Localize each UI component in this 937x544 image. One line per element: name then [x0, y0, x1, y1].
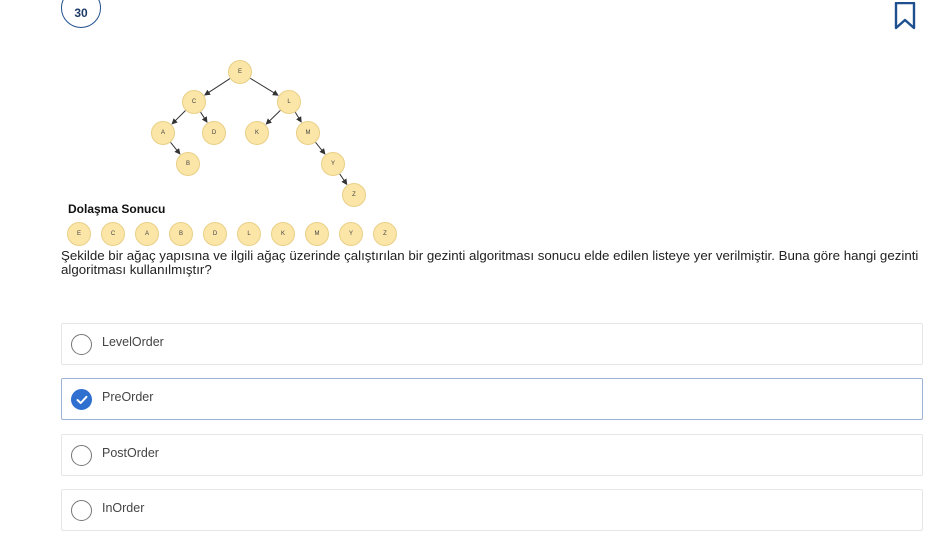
option-levelorder[interactable]: LevelOrder	[61, 323, 923, 365]
tree-edge-e-c	[204, 78, 231, 96]
tree-node-c: C	[182, 90, 206, 114]
option-label: LevelOrder	[102, 335, 164, 349]
question-number: 30	[74, 6, 88, 20]
bookmark-icon[interactable]	[894, 2, 916, 30]
option-label: PostOrder	[102, 446, 159, 460]
traversal-node: K	[271, 222, 295, 246]
radio-button[interactable]	[71, 445, 92, 466]
tree-node-z: Z	[342, 183, 366, 207]
radio-button-checked[interactable]	[71, 389, 92, 410]
tree-edge-e-l	[249, 77, 279, 96]
traversal-node: Z	[373, 222, 397, 246]
tree-edge-l-m	[294, 111, 302, 123]
tree-node-k: K	[245, 121, 269, 145]
traversal-node: D	[203, 222, 227, 246]
tree-node-m: M	[296, 121, 320, 145]
radio-button[interactable]	[71, 334, 92, 355]
option-preorder[interactable]: PreOrder	[61, 378, 923, 420]
traversal-node: L	[237, 222, 261, 246]
traversal-node: B	[169, 222, 193, 246]
traversal-node: C	[101, 222, 125, 246]
tree-node-l: L	[277, 90, 301, 114]
option-label: PreOrder	[102, 390, 154, 404]
option-label: InOrder	[102, 501, 145, 515]
question-text: Şekilde bir ağaç yapısına ve ilgili ağaç…	[61, 248, 919, 277]
traversal-node: M	[305, 222, 329, 246]
tree-edge-l-k	[265, 109, 281, 125]
tree-edge-m-y	[315, 142, 326, 155]
traversal-label: Dolaşma Sonucu	[68, 202, 166, 216]
tree-node-e: E	[228, 60, 252, 84]
tree-node-a: A	[151, 121, 175, 145]
tree-edge-c-a	[171, 110, 186, 125]
tree-node-d: D	[202, 121, 226, 145]
tree-node-b: B	[176, 152, 200, 176]
option-postorder[interactable]: PostOrder	[61, 434, 923, 476]
option-inorder[interactable]: InOrder	[61, 489, 923, 531]
tree-edge-y-z	[339, 173, 348, 186]
traversal-node: A	[135, 222, 159, 246]
check-icon	[76, 395, 87, 404]
traversal-node: E	[67, 222, 91, 246]
tree-edge-a-b	[170, 142, 181, 155]
radio-button[interactable]	[71, 500, 92, 521]
tree-node-y: Y	[321, 152, 345, 176]
traversal-node: Y	[339, 222, 363, 246]
tree-edges	[170, 77, 348, 186]
tree-edge-c-d	[200, 111, 208, 123]
